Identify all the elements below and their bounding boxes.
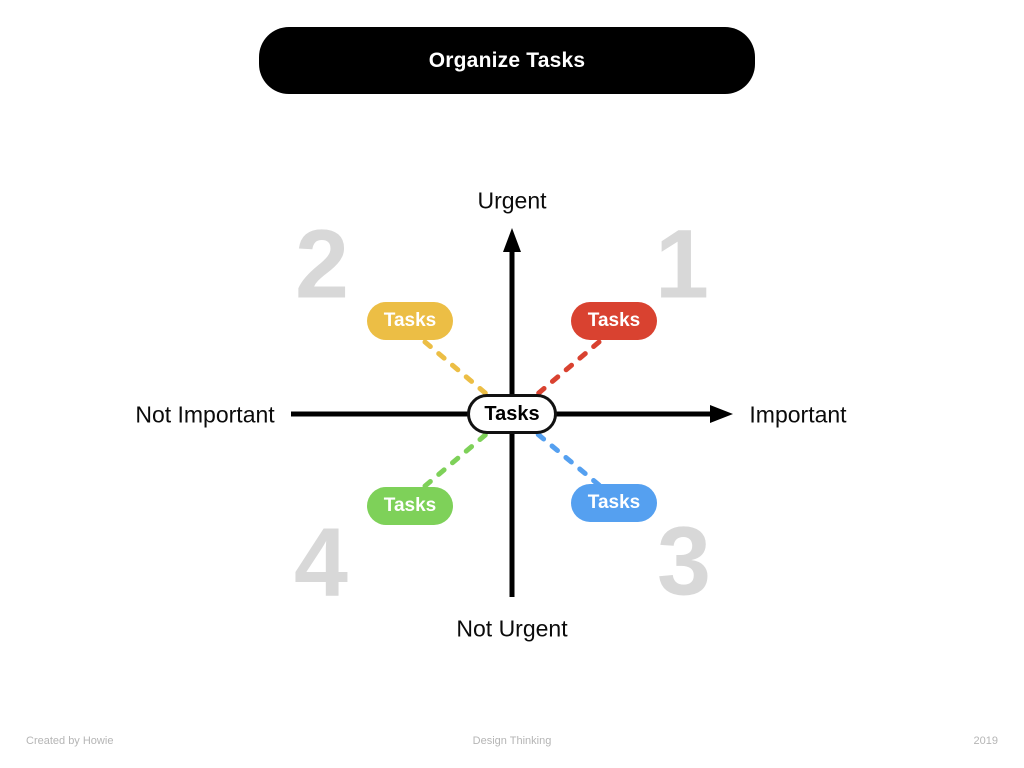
task-pill-quadrant-4: Tasks [367,487,453,525]
right-arrowhead-icon [710,405,733,423]
footer-author: Created by Howie [26,735,114,747]
axis-label-important: Important [749,401,847,428]
quadrant-number-2: 2 [295,209,349,319]
quadrant-number-4: 4 [294,507,348,617]
up-arrowhead-icon [503,228,521,252]
task-pill-quadrant-2: Tasks [367,302,453,340]
quadrant-number-3: 3 [657,506,711,616]
axis-label-not-urgent: Not Urgent [456,615,568,642]
axis-label-not-important: Not Important [135,401,275,428]
axis-label-urgent: Urgent [477,187,547,214]
connector-red-dashed-line [531,339,602,400]
footer-year: 2019 [973,735,998,747]
task-pill-quadrant-3: Tasks [571,484,657,522]
center-tasks-pill: Tasks [467,394,557,434]
quadrant-number-1: 1 [655,209,709,319]
task-pill-quadrant-1: Tasks [571,302,657,340]
title-banner: Organize Tasks [259,27,755,94]
footer-subject: Design Thinking [472,735,552,747]
page-title: Organize Tasks [428,48,586,72]
connector-green-dashed-line [422,428,493,489]
connector-blue-dashed-line [531,428,602,488]
connector-yellow-dashed-line [422,339,493,400]
